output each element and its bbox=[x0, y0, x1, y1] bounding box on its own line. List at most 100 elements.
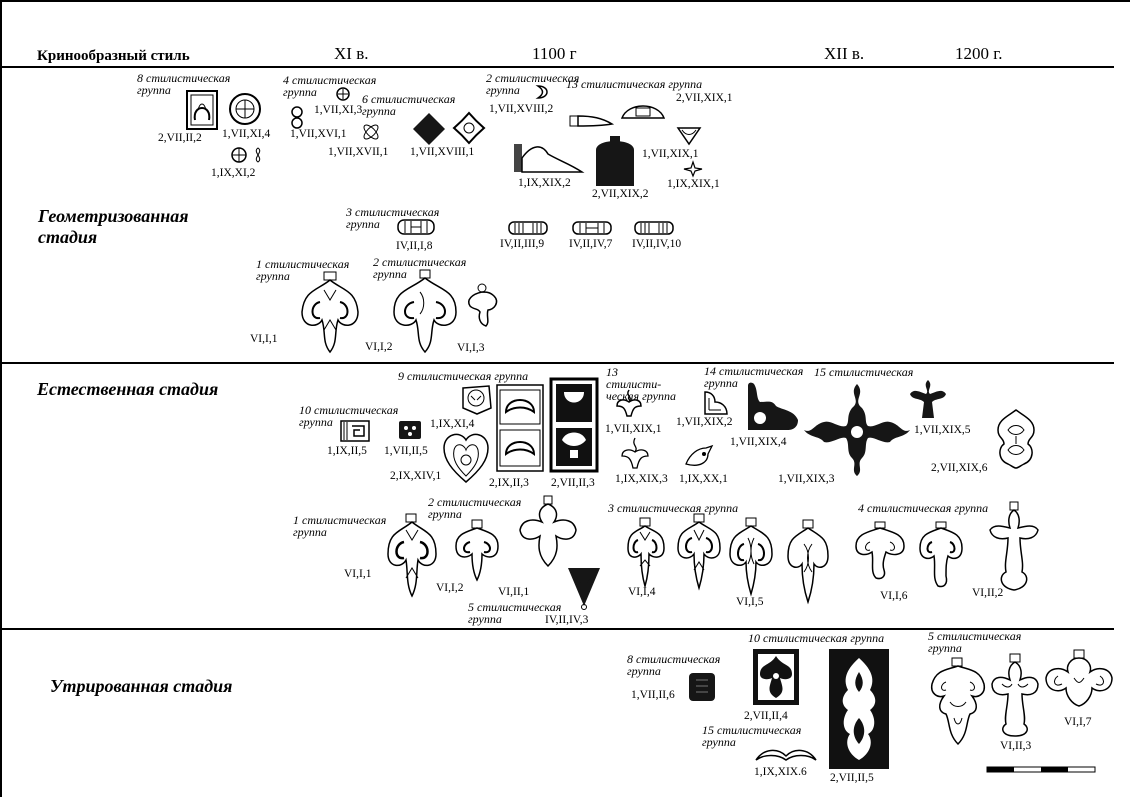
dark-openwork-artifact bbox=[412, 112, 446, 146]
artifact-code: 1,IX,XIX,2 bbox=[518, 177, 571, 189]
belt-plate-artifact bbox=[508, 221, 548, 235]
group-label: 10 стилистическая группа bbox=[748, 631, 885, 645]
artifact-code: VI,I,2 bbox=[365, 341, 393, 353]
small-circle-artifact bbox=[335, 86, 351, 102]
artifact-code: IV,II,IV,10 bbox=[632, 238, 682, 250]
lyre-pendant-artifact bbox=[298, 270, 362, 354]
artifact-code: VI,I,1 bbox=[344, 568, 372, 580]
plaque-artifact bbox=[186, 90, 218, 130]
period-xii: XII в. bbox=[824, 44, 865, 63]
artifact-code: 1,VII,II,6 bbox=[631, 689, 675, 701]
artifact-code: VI,II,3 bbox=[1000, 740, 1032, 752]
dark-square-plate-artifact bbox=[398, 420, 422, 440]
scale-bar bbox=[986, 766, 1097, 774]
group-label: 5 стилистическая группа bbox=[928, 629, 1022, 655]
group-label: 3 стилистическая группа bbox=[608, 501, 739, 515]
lyre-pendant-artifact bbox=[674, 512, 724, 591]
artifact-code: 2,VII,II,2 bbox=[158, 132, 202, 144]
artifact-code: 1,VII,XVI,1 bbox=[290, 128, 347, 140]
heart-pendant-artifact bbox=[442, 428, 490, 484]
group-label: 8 стилистическая группа bbox=[137, 71, 231, 97]
artifact-code: 1,VII,XIX,4 bbox=[730, 436, 787, 448]
mask-plate-artifact bbox=[459, 382, 493, 416]
artifact-code: 1,VII,II,5 bbox=[384, 445, 428, 457]
heart-plate-artifact bbox=[676, 124, 702, 146]
stage-divider-2 bbox=[2, 628, 1114, 630]
group-label: 4 стилистическая группа bbox=[283, 73, 377, 99]
openwork-pendant-artifact bbox=[988, 652, 1044, 738]
period-xi: XI в. bbox=[334, 44, 369, 63]
artifact-code: 1,VII,XIX,1 bbox=[605, 423, 662, 435]
artifact-code: 2,VII,II,4 bbox=[744, 710, 788, 722]
artifact-code: VI,I,4 bbox=[628, 586, 656, 598]
lyre-pendant-artifact bbox=[726, 516, 776, 597]
artifact-code: VI,I,3 bbox=[457, 342, 485, 354]
dark-small-plate-artifact bbox=[688, 672, 716, 702]
year-1100: 1100 г bbox=[532, 44, 577, 63]
rosette-artifact bbox=[228, 92, 262, 126]
group-label: 5 стилистическая группа bbox=[468, 600, 562, 626]
artifact-code: 1,VII,XIX,1 bbox=[642, 148, 699, 160]
artifact-code: 1,VII,XIX,5 bbox=[914, 424, 971, 436]
artifact-code: 1,IX,XX,1 bbox=[679, 473, 728, 485]
artifact-code: VI,II,1 bbox=[498, 586, 530, 598]
artifact-code: 1,IX,II,5 bbox=[327, 445, 367, 457]
group-label: 3 стилистическая группа bbox=[346, 205, 440, 231]
small-pendant-artifact bbox=[464, 282, 500, 328]
group-label: 1 стилистическая группа bbox=[293, 513, 387, 539]
lyre-pendant-artifact bbox=[852, 520, 908, 582]
figure-eight-artifact bbox=[290, 106, 304, 130]
bird-plate-artifact bbox=[684, 444, 714, 470]
dark-corner-plate-artifact bbox=[744, 380, 800, 432]
group-label: 6 стилистическая группа bbox=[362, 92, 456, 118]
dark-cross-artifact bbox=[802, 382, 912, 478]
artifact-code: 1,VII,XIX,3 bbox=[778, 473, 835, 485]
artifact-code: 2,VII,II,5 bbox=[830, 772, 874, 784]
cross-pendant-artifact bbox=[986, 500, 1042, 592]
lyre-pendant-artifact bbox=[384, 512, 440, 598]
boot-plate-artifact bbox=[512, 142, 585, 174]
artifact-code: 1,VII,XVII,1 bbox=[328, 146, 389, 158]
artifact-code: 1,VII,XI,4 bbox=[222, 128, 271, 140]
artifact-code: IV,II,I,8 bbox=[396, 240, 433, 252]
group-label: 15 стилистическая bbox=[814, 365, 914, 379]
artifact-code: IV,II,III,9 bbox=[500, 238, 545, 250]
artifact-code: 2,IX,II,3 bbox=[489, 477, 529, 489]
dark-openwork-tall-plate-artifact bbox=[828, 648, 890, 770]
openwork-pendant-artifact bbox=[928, 656, 988, 748]
artifact-code: VI,I,5 bbox=[736, 596, 764, 608]
artifact-code: 1,IX,XIX,1 bbox=[667, 178, 720, 190]
artifact-code: 1,IX,XI,2 bbox=[211, 167, 256, 179]
artifact-code: 1,IX,XIX,3 bbox=[615, 473, 668, 485]
openwork-pendant-artifact bbox=[1044, 648, 1114, 714]
group-label: 14 стилистическая группа bbox=[704, 364, 804, 390]
lyre-pendant-artifact bbox=[452, 518, 502, 582]
artifact-code: 1,VII,XIX,2 bbox=[676, 416, 733, 428]
fleur-plate-artifact bbox=[620, 436, 650, 470]
group-label: 1 стилистическая группа bbox=[256, 257, 350, 283]
group-label: 2 стилистическая группа bbox=[486, 71, 580, 97]
dark-arch-artifact bbox=[594, 134, 636, 188]
group-label: 9 стилистическая группа bbox=[398, 369, 529, 383]
stage-geometric: Геометризованная стадия bbox=[38, 206, 189, 247]
dark-fleur-plate-artifact bbox=[908, 378, 948, 420]
group-label: 13 стилисти-ческая группа bbox=[606, 365, 676, 403]
star-plate-artifact bbox=[682, 160, 704, 178]
artifact-code: 2,VII,XIX,2 bbox=[592, 188, 649, 200]
curved-strip-artifact bbox=[754, 744, 818, 764]
group-label: 4 стилистическая группа bbox=[858, 501, 989, 515]
header-divider bbox=[2, 66, 1114, 68]
year-1200: 1200 г. bbox=[955, 44, 1003, 63]
lyre-pendant-artifact bbox=[916, 520, 966, 590]
group-label: 2 стилистическая группа bbox=[373, 255, 467, 281]
dark-double-plate-artifact bbox=[549, 377, 599, 473]
openwork-lozenge-artifact bbox=[452, 111, 486, 145]
corner-plate-artifact bbox=[701, 388, 731, 416]
stage-natural: Естественная стадия bbox=[37, 379, 219, 399]
artifact-code: 2,IX,XIV,1 bbox=[390, 470, 442, 482]
artifact-code: 1,VII,XVIII,2 bbox=[489, 103, 554, 115]
cross-pendant-artifact bbox=[518, 494, 578, 570]
artifact-code: 1,IX,XI,4 bbox=[430, 418, 475, 430]
curved-plate-artifact bbox=[568, 112, 615, 130]
